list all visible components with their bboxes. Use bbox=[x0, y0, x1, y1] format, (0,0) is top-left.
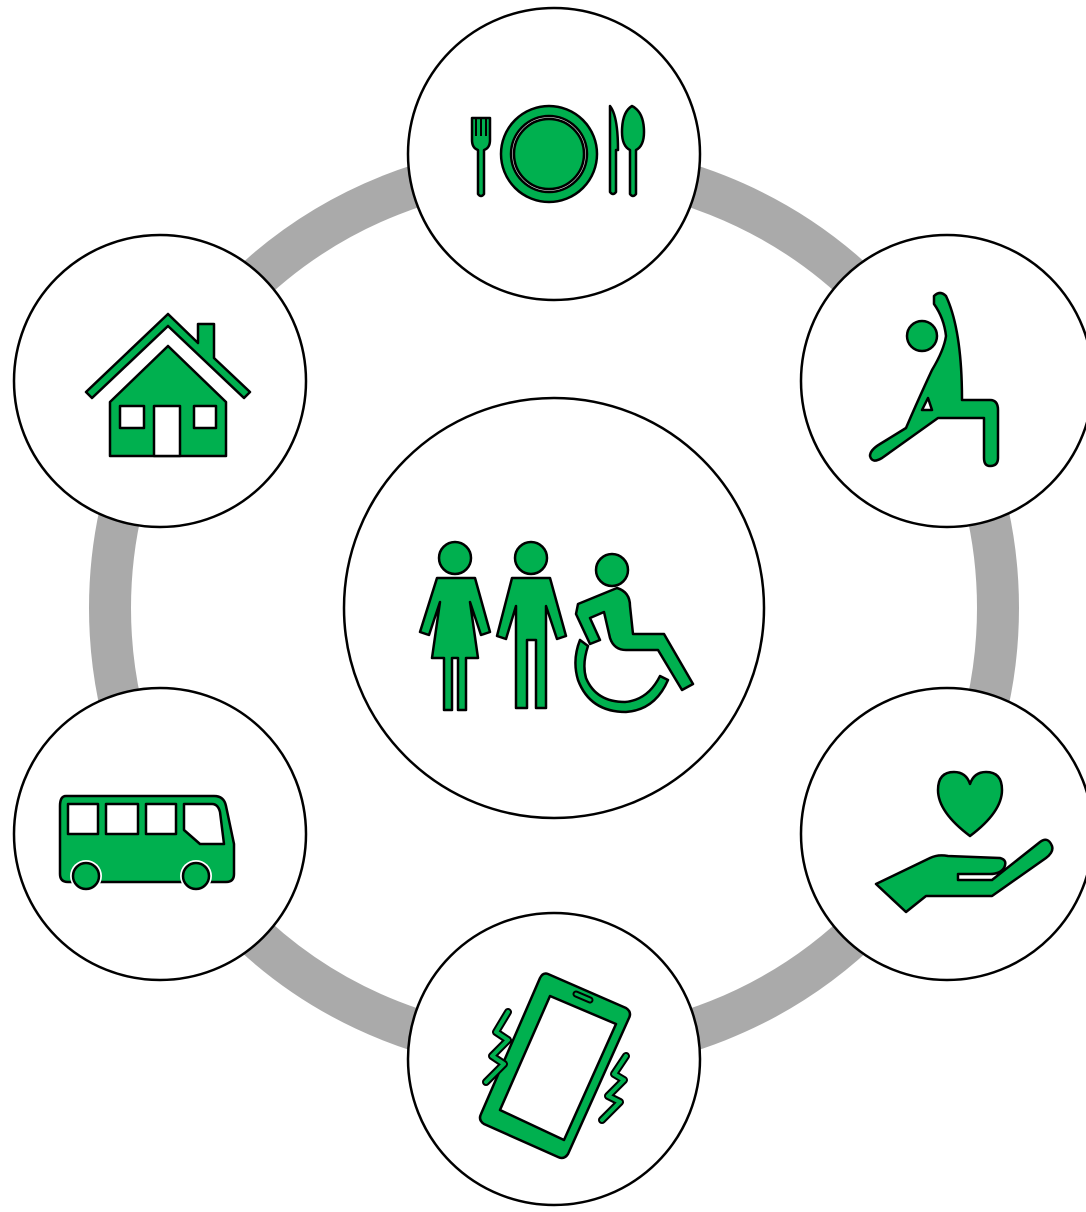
node-phone bbox=[406, 911, 702, 1207]
house-icon bbox=[84, 312, 252, 458]
node-home bbox=[12, 233, 308, 529]
center-node bbox=[342, 396, 766, 820]
stretching-person-icon bbox=[868, 291, 1000, 468]
node-exercise bbox=[799, 233, 1086, 529]
node-food bbox=[406, 6, 702, 302]
plate-cutlery-icon bbox=[470, 104, 646, 204]
bus-icon bbox=[58, 794, 236, 892]
people-accessibility-icon bbox=[418, 540, 695, 714]
heart-in-hand-icon bbox=[874, 770, 1054, 914]
node-transport bbox=[12, 686, 308, 982]
vibrating-phone-icon bbox=[478, 972, 632, 1160]
node-care bbox=[799, 686, 1086, 982]
